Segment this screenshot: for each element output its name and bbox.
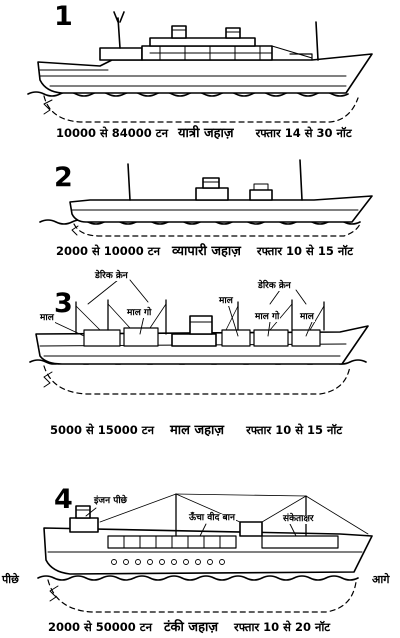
ship-1-type: यात्री जहाज़ [178, 126, 234, 141]
ship-4-type: टंकी जहाज़ [164, 620, 218, 635]
ship-1-tonnage: 10000 से 84000 टन [56, 126, 168, 140]
ship-3-underwater [44, 366, 350, 394]
ship-3-label-crane-right: डेरिक क्रेन [257, 282, 292, 291]
ship-3-type: माल जहाज़ [170, 423, 224, 438]
ship-4-drawing [38, 494, 372, 612]
ship-3-label-maal-1: माल [39, 314, 55, 323]
ship-3-label-maal-2: माल [218, 297, 234, 306]
ship-3-label-crane-left: डेरिक क्रेन [94, 272, 129, 281]
ship-1-speed: रफ्तार 14 से 30 नॉट [256, 126, 352, 140]
ship-2-tonnage: 2000 से 10000 टन [56, 244, 160, 258]
ship-4-underwater [48, 580, 356, 612]
ship-4-label-signal: संकेताक्षर [282, 515, 315, 524]
ship-2-number: 2 [54, 164, 73, 191]
ship-4-caption: 2000 से 50000 टन टंकी जहाज़ रफ्तार 10 से… [48, 621, 330, 634]
ship-2-type: व्यापारी जहाज़ [172, 244, 241, 259]
ship-3-label-maal-go-1: माल गो [126, 309, 152, 318]
ship-4-label-stern: पीछे [2, 574, 19, 585]
ship-4-tonnage: 2000 से 50000 टन [48, 620, 152, 634]
ship-3-label-maal-go-2: माल गो [254, 313, 280, 322]
ship-4-number: 4 [54, 486, 73, 513]
ship-4-label-bow: आगे [372, 574, 389, 585]
ship-1-underwater [44, 96, 358, 122]
ship-2-caption: 2000 से 10000 टन व्यापारी जहाज़ रफ्तार 1… [56, 245, 353, 258]
ship-2-underwater [74, 224, 360, 236]
ship-3-drawing [30, 280, 368, 394]
ship-1-drawing [28, 12, 372, 122]
ship-1-number: 1 [54, 3, 73, 30]
ship-4-hull [44, 528, 372, 574]
ship-3-label-maal-3: माल [299, 313, 315, 322]
ship-3-tonnage: 5000 से 15000 टन [50, 423, 154, 437]
ship-4-waterline [38, 576, 358, 580]
ship-3-number: 3 [54, 290, 73, 317]
ship-2-speed: रफ्तार 10 से 15 नॉट [257, 244, 353, 258]
ship-2-drawing [40, 160, 372, 236]
ship-3-speed: रफ्तार 10 से 15 नॉट [246, 423, 342, 437]
ship-3-caption: 5000 से 15000 टन माल जहाज़ रफ्तार 10 से … [50, 424, 342, 437]
ship-4-speed: रफ्तार 10 से 20 नॉट [234, 620, 330, 634]
ship-4-label-mast: ऊँचा वीद बान [188, 514, 236, 523]
ship-1-caption: 10000 से 84000 टन यात्री जहाज़ रफ्तार 14… [56, 127, 352, 140]
ship-4-label-engine: इंजन पीछे [93, 497, 128, 506]
